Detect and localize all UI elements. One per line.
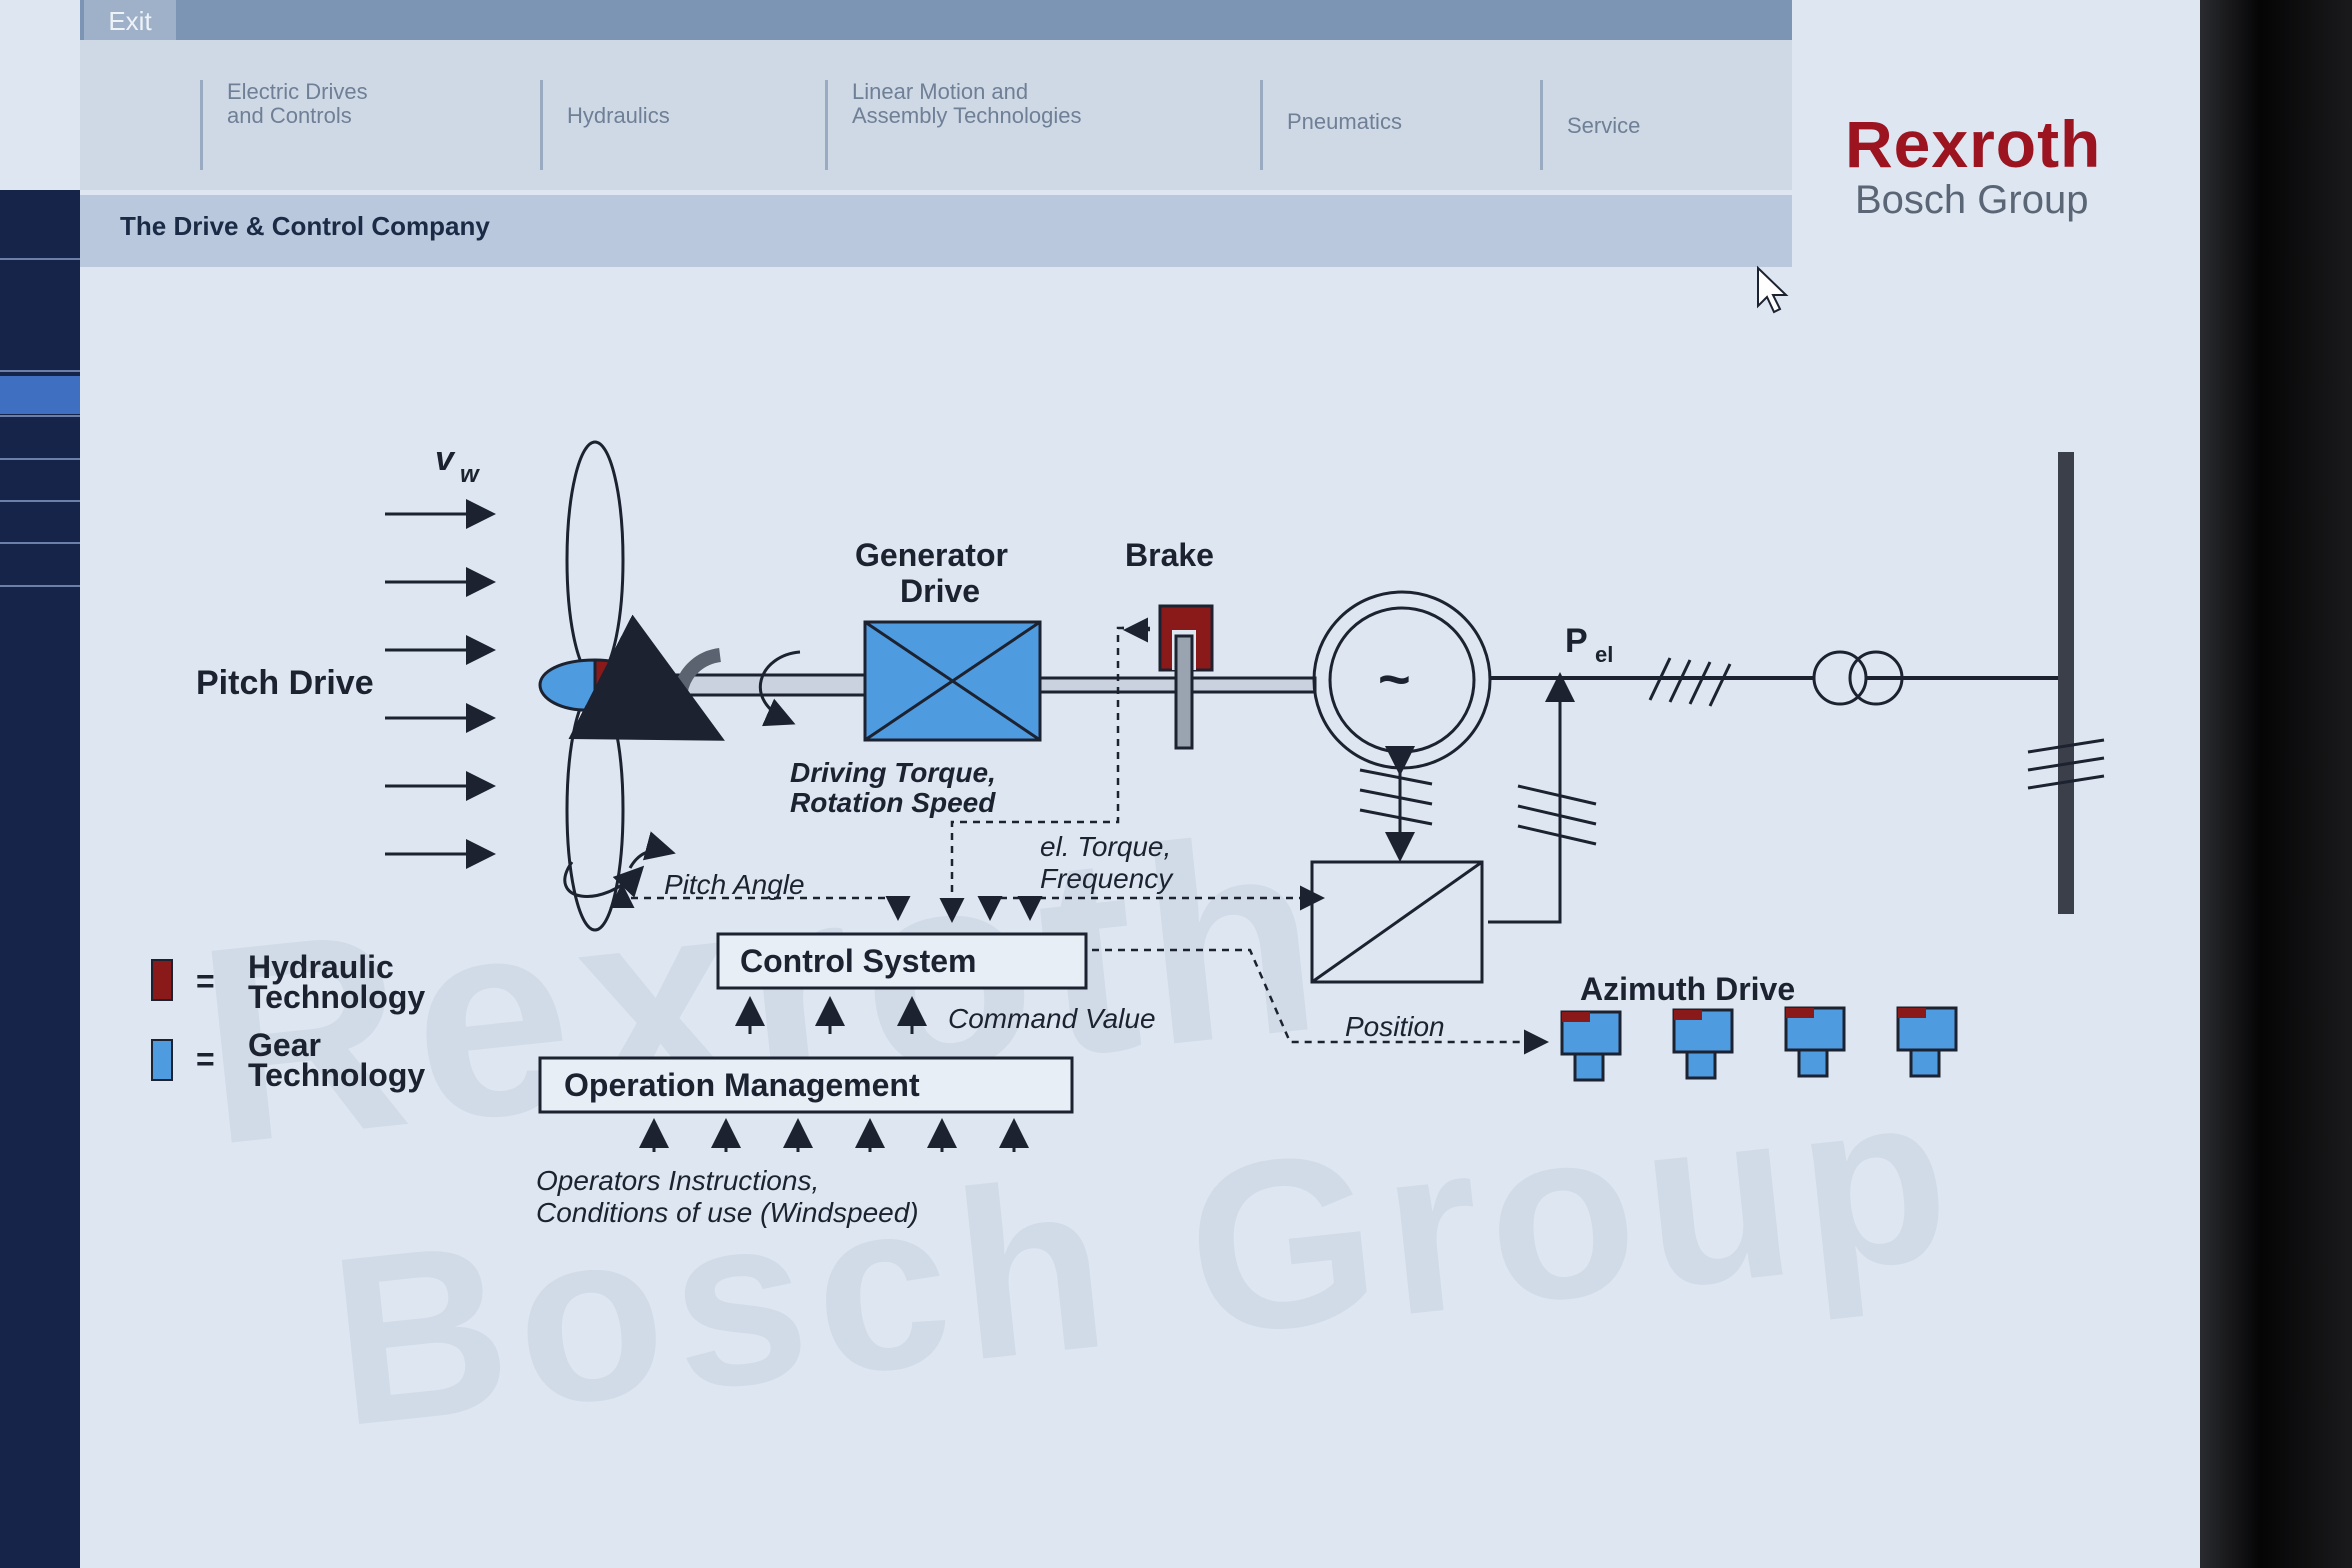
nav-item-linear-motion[interactable]: Linear Motion and Assembly Technologies bbox=[825, 80, 1082, 170]
three-phase-marks bbox=[1648, 657, 1732, 707]
transformer-symbol bbox=[1812, 650, 1904, 706]
wind-speed-subscript: w bbox=[460, 461, 480, 488]
nav-item-label: Linear Motion and bbox=[852, 79, 1029, 104]
brake-symbol bbox=[1158, 604, 1214, 750]
generator-drive-label-2: Drive bbox=[900, 573, 980, 609]
operators-instructions-label: Operators Instructions, bbox=[536, 1165, 819, 1196]
legend-hydraulic-label: Hydraulic bbox=[248, 949, 394, 985]
strip-divider bbox=[0, 370, 80, 372]
legend-equals: = bbox=[196, 963, 215, 999]
side-strip bbox=[0, 190, 80, 1568]
position-label: Position bbox=[1345, 1011, 1445, 1042]
strip-divider bbox=[0, 258, 80, 260]
nav-item-label: Service bbox=[1567, 113, 1641, 138]
nav-item-pneumatics[interactable]: Pneumatics bbox=[1260, 80, 1402, 170]
presentation-screen: Exit Electric Drives and Controls Hydrau… bbox=[0, 0, 2200, 1568]
converter-phase-marks bbox=[1359, 768, 1433, 826]
grid-busbar bbox=[2058, 452, 2074, 914]
nav-item-service[interactable]: Service bbox=[1540, 80, 1640, 170]
legend-hydraulic-swatch bbox=[151, 959, 173, 1001]
company-tagline: The Drive & Control Company bbox=[120, 211, 490, 241]
logo-brand: Rexroth bbox=[1845, 107, 2102, 181]
rexroth-logo: Rexroth Bosch Group bbox=[1845, 110, 2101, 222]
strip-divider bbox=[0, 585, 80, 587]
mouse-cursor-icon bbox=[1757, 265, 1789, 314]
nav-item-label: and Controls bbox=[227, 103, 352, 128]
azimuth-drive-unit-1 bbox=[1560, 1010, 1622, 1082]
legend-hydraulic-label-2: Technology bbox=[248, 979, 425, 1015]
command-value-label: Command Value bbox=[948, 1003, 1156, 1034]
driving-torque-label: Driving Torque, bbox=[790, 757, 996, 788]
company-bar: The Drive & Control Company bbox=[80, 195, 1792, 267]
logo-group: Bosch Group bbox=[1855, 178, 2089, 222]
control-system-box bbox=[716, 932, 1088, 990]
pitch-rotation-arrow-top bbox=[628, 831, 676, 869]
strip-divider bbox=[0, 415, 80, 417]
converter-grid-link bbox=[1488, 672, 1575, 924]
power-subscript: el bbox=[1595, 642, 1613, 667]
brake-label: Brake bbox=[1125, 537, 1214, 573]
signal-lines bbox=[609, 617, 1549, 1055]
nav-item-label: Assembly Technologies bbox=[852, 103, 1082, 128]
monitor-bezel bbox=[2200, 0, 2352, 1568]
nav-item-label: Pneumatics bbox=[1287, 109, 1402, 134]
ac-symbol: ~ bbox=[1378, 647, 1411, 710]
legend: = Hydraulic Technology = Gear Technology bbox=[151, 949, 425, 1093]
azimuth-drive-unit-3 bbox=[1784, 1006, 1846, 1078]
generator-drive-box bbox=[863, 620, 1042, 742]
strip-divider bbox=[0, 542, 80, 544]
nav-item-label: Electric Drives bbox=[227, 79, 368, 104]
main-navigation: Electric Drives and Controls Hydraulics … bbox=[80, 40, 1792, 190]
generator-drive-label: Generator bbox=[855, 537, 1008, 573]
azimuth-drive-unit-2 bbox=[1672, 1008, 1734, 1080]
hub-hydraulic-half bbox=[593, 658, 647, 712]
pitch-angle-label: Pitch Angle bbox=[664, 869, 805, 900]
conditions-of-use-label: Conditions of use (Windspeed) bbox=[536, 1197, 919, 1228]
side-strip-active-item[interactable] bbox=[0, 376, 80, 414]
operation-management-box bbox=[538, 1056, 1074, 1114]
pitch-drive-label: Pitch Drive bbox=[196, 664, 374, 702]
azimuth-drive-unit-4 bbox=[1896, 1006, 1958, 1078]
busbar-marks bbox=[2027, 738, 2105, 790]
pitch-rotation-arrow bbox=[563, 861, 645, 898]
power-label: P bbox=[1565, 622, 1588, 660]
frequency-label: Frequency bbox=[1040, 863, 1174, 894]
hub-gear-half bbox=[538, 658, 597, 712]
command-arrows bbox=[735, 996, 927, 1034]
azimuth-drive-label: Azimuth Drive bbox=[1580, 971, 1795, 1007]
nav-item-label: Hydraulics bbox=[567, 103, 670, 128]
top-bar bbox=[80, 0, 1792, 40]
strip-divider bbox=[0, 458, 80, 460]
converter-grid-phase-marks bbox=[1517, 784, 1597, 846]
nav-item-electric-drives[interactable]: Electric Drives and Controls bbox=[200, 80, 368, 170]
operator-input-arrows bbox=[639, 1118, 1029, 1152]
operation-management-label: Operation Management bbox=[564, 1067, 920, 1103]
strip-divider bbox=[0, 500, 80, 502]
wind-arrows bbox=[385, 499, 496, 869]
torque-arrow-grey bbox=[568, 614, 725, 741]
legend-equals: = bbox=[196, 1041, 215, 1077]
legend-gear-swatch bbox=[151, 1039, 173, 1081]
converter-box bbox=[1310, 860, 1484, 984]
legend-gear-label-2: Technology bbox=[248, 1057, 425, 1093]
nav-item-hydraulics[interactable]: Hydraulics bbox=[540, 80, 670, 170]
rotation-speed-label: Rotation Speed bbox=[790, 787, 996, 818]
wind-speed-label: v bbox=[435, 440, 456, 478]
torque-arrow-outline bbox=[758, 650, 801, 727]
legend-gear-label: Gear bbox=[248, 1027, 321, 1063]
el-torque-label: el. Torque, bbox=[1040, 831, 1171, 862]
wind-turbine-diagram: v w Pitch Drive Generator Drive Driving … bbox=[151, 265, 2105, 1228]
control-system-label: Control System bbox=[740, 943, 976, 979]
exit-button[interactable]: Exit bbox=[84, 0, 176, 40]
